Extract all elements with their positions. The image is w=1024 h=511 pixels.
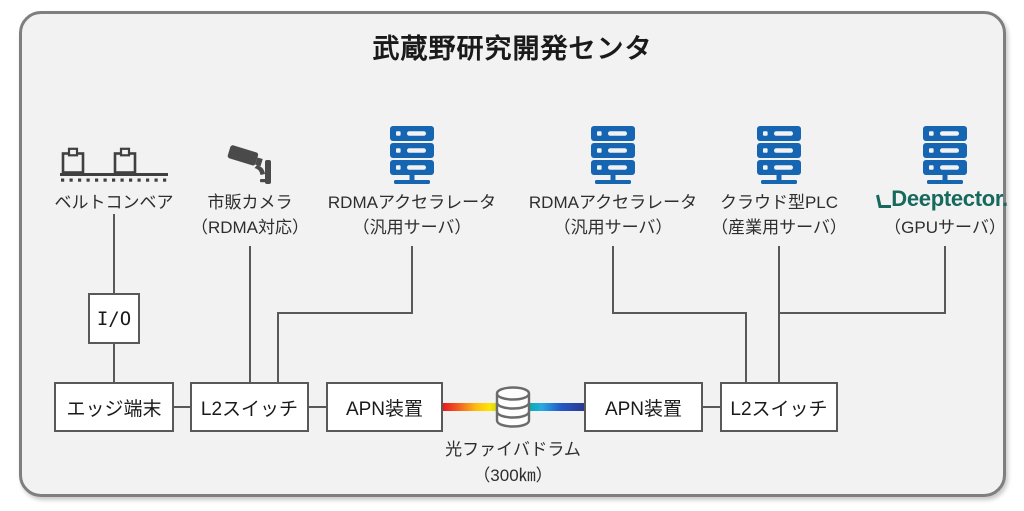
l2-switch-left-box: L2スイッチ [190,382,309,432]
apn-right-label: APN装置 [604,398,683,420]
connector-io-edge [113,344,115,382]
deeptector-logo-swash [876,194,892,208]
connector-rdma-left-down [411,246,413,313]
connector-conveyor-io [113,214,115,293]
deeptector-logo-text: Deeptector. [891,186,1008,211]
connector-deeptector-horizontal [778,312,946,314]
center-boundary-frame: 武蔵野研究開発センタ [19,11,1008,497]
edge-terminal-box: エッジ端末 [54,382,174,432]
l2-switch-left-label: L2スイッチ [200,398,299,420]
connector-rdma-right-down [612,246,614,313]
connector-apn-l2-right [703,406,720,408]
connector-rdma-right-to-l2 [745,313,747,382]
l2-switch-right-box: L2スイッチ [720,382,838,432]
server-icon [591,126,635,184]
l2-switch-right-label: L2スイッチ [730,398,828,420]
connector-plc-l2 [778,246,780,382]
apn-left-box: APN装置 [326,382,443,432]
device-sublabel-deeptector: （GPUサーバ） [884,218,1006,237]
server-icon [757,126,801,184]
device-label-cloud-plc: クラウド型PLC [719,193,839,212]
io-box: I/O [88,293,140,344]
conveyor-icon [60,147,168,182]
apn-left-label: APN装置 [345,398,424,420]
diagram-title: 武蔵野研究開発センタ [372,34,653,64]
connector-rdma-left-to-l2 [277,313,279,382]
device-label-rdma-left: RDMAアクセラレータ [327,193,497,212]
connector-l2-apn-left [309,406,326,408]
connector-rdma-left-horizontal [277,312,413,314]
device-sublabel-rdma-right: （汎用サーバ） [553,218,673,237]
io-box-label: I/O [96,307,132,330]
fiber-drum-label: 光ファイバドラム [445,440,581,459]
device-sublabel-rdma-left: （汎用サーバ） [352,218,472,237]
edge-terminal-label: エッジ端末 [66,398,162,420]
device-label-rdma-right: RDMAアクセラレータ [528,193,698,212]
server-icon [390,126,434,184]
device-label-conveyor: ベルトコンベア [54,193,174,212]
connector-edge-l2 [174,406,190,408]
cctv-camera-icon [227,145,271,184]
device-label-camera: 市販カメラ [207,193,293,212]
connector-rdma-right-horizontal [612,312,747,314]
device-sublabel-cloud-plc: （産業用サーバ） [711,218,847,237]
fiber-drum-icon [495,386,531,428]
connector-camera-l2 [249,246,251,382]
fiber-drum-length: （300㎞） [473,466,553,485]
connector-deeptector-down [944,246,946,313]
device-sublabel-camera: （RDMA対応） [190,218,310,237]
server-icon [923,126,967,184]
apn-right-box: APN装置 [584,382,703,432]
deeptector-logo: Deeptector. [827,186,1024,212]
